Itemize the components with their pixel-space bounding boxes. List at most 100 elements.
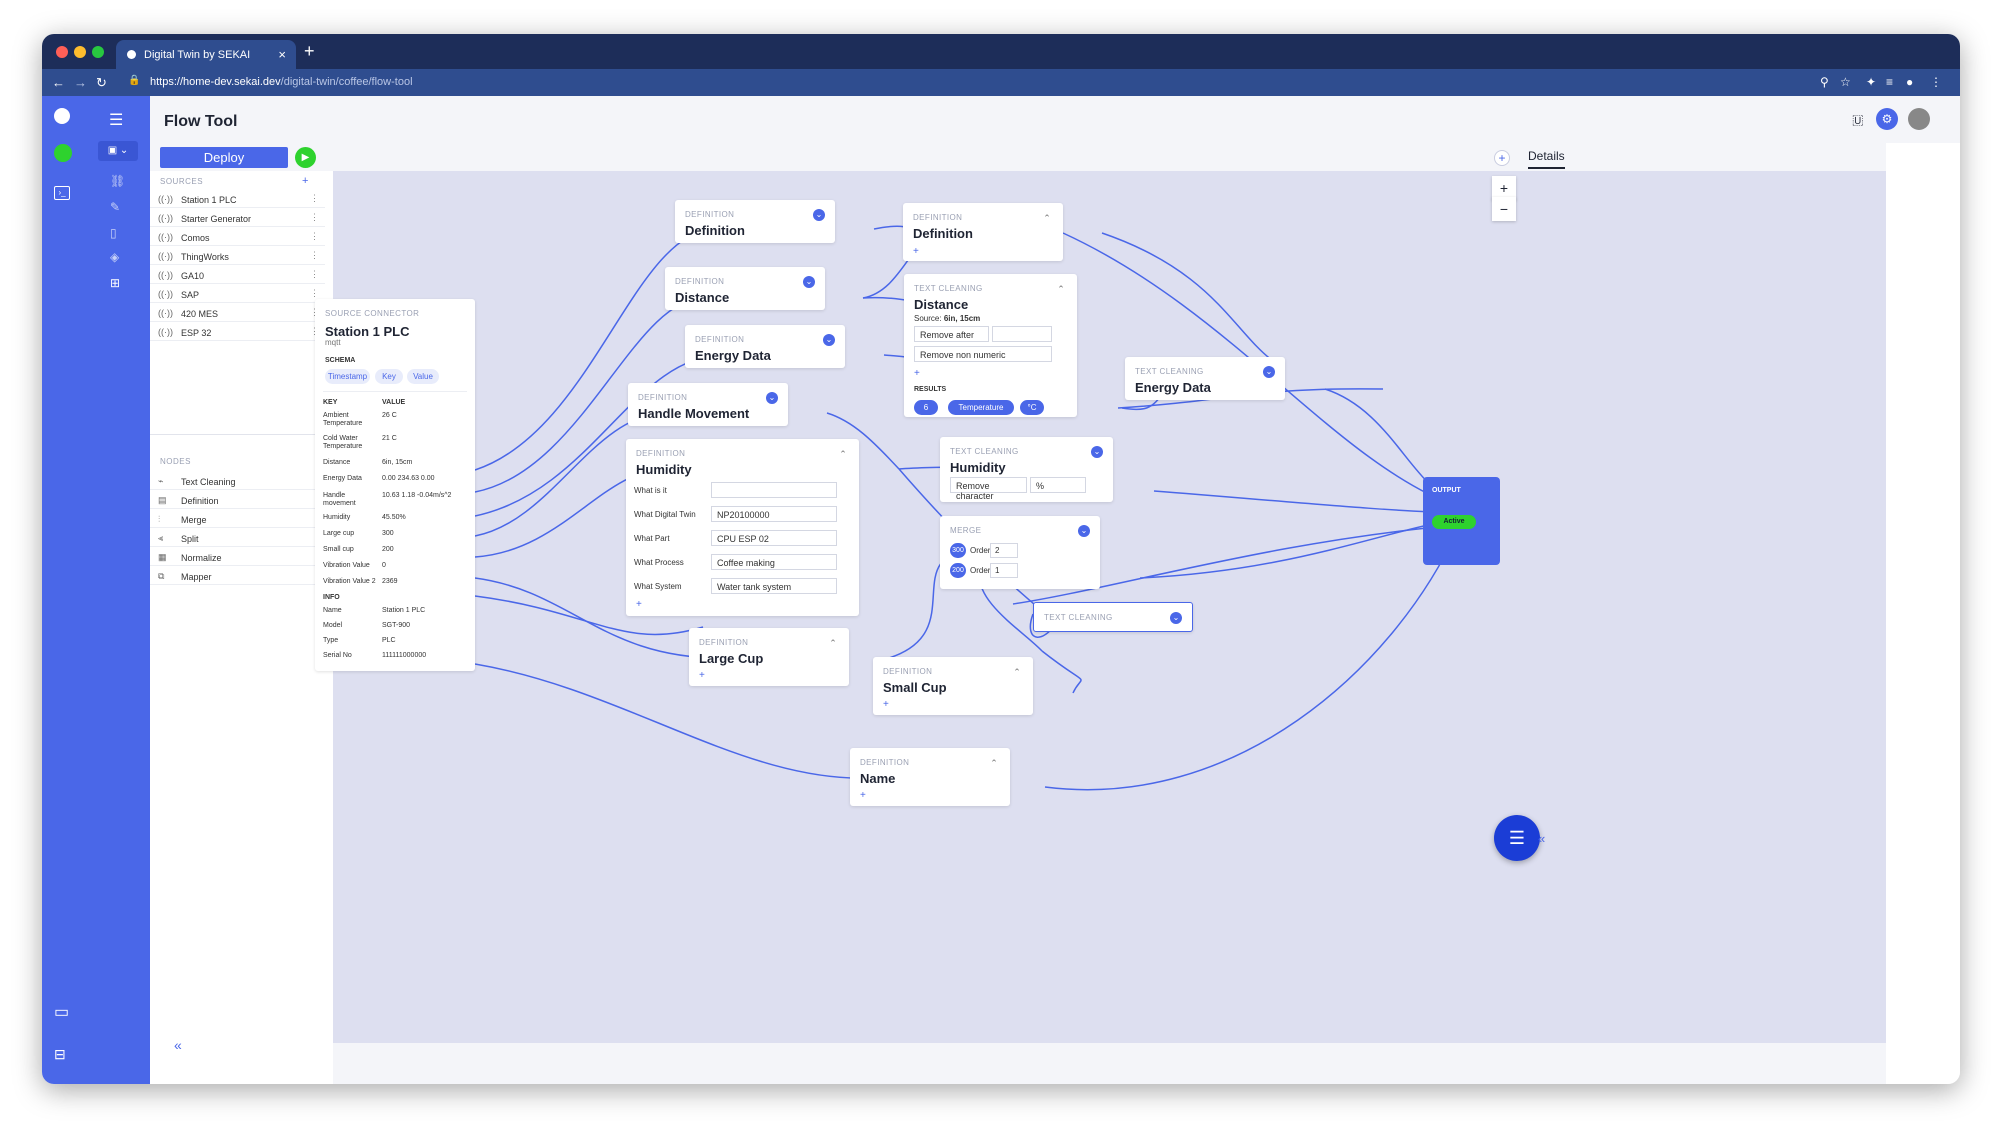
source-item[interactable]: ((·))420 MES⋮ bbox=[150, 303, 325, 322]
chat-button[interactable]: ☰ bbox=[1494, 815, 1540, 861]
chevron-up-icon[interactable]: ⌃ bbox=[1013, 667, 1021, 677]
chevron-up-icon[interactable]: ⌃ bbox=[990, 758, 998, 768]
energy-text-cleaning-node[interactable]: TEXT CLEANING Energy Data ⌄ bbox=[1125, 357, 1285, 400]
definition-node[interactable]: DEFINITION Definition ⌄ bbox=[675, 200, 835, 243]
schema-tab-timestamp[interactable]: Timestamp bbox=[325, 369, 370, 384]
large-cup-definition-node[interactable]: DEFINITION Large Cup ⌃ + bbox=[689, 628, 849, 686]
settings-sliders-icon[interactable]: ⊟ bbox=[54, 1046, 66, 1062]
node-palette-item[interactable]: ⫷Split bbox=[150, 528, 325, 547]
close-tab-icon[interactable]: × bbox=[278, 47, 286, 62]
schema-tab-key[interactable]: Key bbox=[375, 369, 403, 384]
field-input[interactable]: NP20100000 bbox=[711, 506, 837, 522]
extensions-icon[interactable]: ✦ bbox=[1866, 75, 1877, 89]
collapse-right-button[interactable]: « bbox=[1538, 831, 1546, 846]
result-unit-select[interactable]: °C bbox=[1020, 400, 1044, 415]
settings-icon[interactable]: ⚙ bbox=[1876, 108, 1898, 130]
chevron-down-icon[interactable]: ⌄ bbox=[813, 209, 825, 221]
more-menu-icon[interactable]: ⋮ bbox=[310, 212, 319, 222]
energy-definition-node[interactable]: DEFINITION Energy Data ⌄ bbox=[685, 325, 845, 368]
bookmark-icon[interactable]: ▯ bbox=[110, 226, 117, 240]
remove-after-value-input[interactable] bbox=[992, 326, 1052, 342]
more-menu-icon[interactable]: ⋮ bbox=[310, 193, 319, 203]
node-palette-item[interactable]: ▦Normalize bbox=[150, 547, 325, 566]
source-item[interactable]: ((·))SAP⋮ bbox=[150, 284, 325, 303]
link-icon[interactable]: ⛓ bbox=[110, 174, 126, 188]
add-field-icon[interactable]: + bbox=[913, 246, 919, 257]
more-menu-icon[interactable]: ⋮ bbox=[310, 288, 319, 298]
node-palette-item[interactable]: ⌁Text Cleaning bbox=[150, 471, 325, 490]
order-input[interactable]: 1 bbox=[990, 563, 1018, 578]
browser-tab[interactable]: Digital Twin by SEKAI × bbox=[116, 40, 296, 69]
source-item[interactable]: ((·))Comos⋮ bbox=[150, 227, 325, 246]
output-node[interactable]: OUTPUT Active bbox=[1423, 477, 1500, 565]
run-button[interactable]: ▶ bbox=[295, 147, 316, 168]
profile-icon[interactable]: ● bbox=[1906, 75, 1914, 89]
window-icon[interactable]: ▭ bbox=[54, 1004, 70, 1021]
source-item[interactable]: ((·))GA10⋮ bbox=[150, 265, 325, 284]
merge-node[interactable]: MERGE ⌄ 300 Order 2 200 Order 1 bbox=[940, 516, 1100, 589]
distance-definition-node[interactable]: DEFINITION Distance ⌄ bbox=[665, 267, 825, 310]
field-input[interactable]: CPU ESP 02 bbox=[711, 530, 837, 546]
close-window-icon[interactable] bbox=[56, 46, 68, 58]
more-menu-icon[interactable]: ⋮ bbox=[310, 269, 319, 279]
remove-after-field[interactable]: Remove after bbox=[914, 326, 989, 342]
menu-toggle-icon[interactable]: ☰ bbox=[109, 112, 124, 129]
chevron-up-icon[interactable]: ⌃ bbox=[1043, 213, 1051, 223]
source-item[interactable]: ((·))Station 1 PLC⋮ bbox=[150, 189, 325, 208]
terminal-icon[interactable]: ›_ bbox=[54, 186, 70, 200]
name-definition-node[interactable]: DEFINITION Name ⌃ + bbox=[850, 748, 1010, 806]
avatar[interactable] bbox=[1908, 108, 1930, 130]
add-field-icon[interactable]: + bbox=[636, 599, 642, 610]
url-input[interactable]: https://home-dev.sekai.dev/digital-twin/… bbox=[150, 76, 413, 88]
humidity-text-cleaning-node[interactable]: TEXT CLEANING Humidity ⌄ Remove characte… bbox=[940, 437, 1113, 502]
chevron-up-icon[interactable]: ⌃ bbox=[839, 449, 847, 459]
add-panel-button[interactable]: + bbox=[1494, 150, 1510, 166]
back-arrow-icon[interactable]: ← bbox=[52, 75, 65, 90]
forward-arrow-icon[interactable]: → bbox=[74, 75, 87, 90]
source-item[interactable]: ((·))Starter Generator⋮ bbox=[150, 208, 325, 227]
add-field-icon[interactable]: + bbox=[699, 670, 705, 681]
remove-non-numeric-field[interactable]: Remove non numeric bbox=[914, 346, 1052, 362]
source-connector-node[interactable]: SOURCE CONNECTOR Station 1 PLC mqtt SCHE… bbox=[315, 299, 475, 671]
definition-node[interactable]: DEFINITION Definition ⌃ + bbox=[903, 203, 1063, 261]
node-palette-item[interactable]: ⧉Mapper bbox=[150, 566, 325, 585]
chevron-down-icon[interactable]: ⌄ bbox=[1170, 612, 1182, 624]
chevron-down-icon[interactable]: ⌄ bbox=[766, 392, 778, 404]
browser-menu-icon[interactable]: ⋮ bbox=[1930, 75, 1942, 89]
more-menu-icon[interactable]: ⋮ bbox=[310, 250, 319, 260]
result-type-select[interactable]: Temperature bbox=[948, 400, 1014, 415]
add-source-button[interactable]: + bbox=[302, 175, 309, 187]
small-cup-definition-node[interactable]: DEFINITION Small Cup ⌃ + bbox=[873, 657, 1033, 715]
field-input[interactable]: Coffee making bbox=[711, 554, 837, 570]
more-menu-icon[interactable]: ⋮ bbox=[310, 326, 319, 337]
maximize-window-icon[interactable] bbox=[92, 46, 104, 58]
wrench-icon[interactable]: ✎ bbox=[110, 200, 121, 214]
remove-character-value-input[interactable]: % bbox=[1030, 477, 1086, 493]
more-menu-icon[interactable]: ⋮ bbox=[310, 231, 319, 241]
chevron-up-icon[interactable]: ⌃ bbox=[829, 638, 837, 648]
output-status-badge[interactable]: Active bbox=[1432, 515, 1476, 529]
chevron-down-icon[interactable]: ⌄ bbox=[803, 276, 815, 288]
zoom-out-button[interactable]: − bbox=[1492, 197, 1516, 221]
chevron-down-icon[interactable]: ⌄ bbox=[823, 334, 835, 346]
field-input[interactable] bbox=[711, 482, 837, 498]
zoom-in-button[interactable]: + bbox=[1492, 176, 1516, 200]
handle-definition-node[interactable]: DEFINITION Handle Movement ⌄ bbox=[628, 383, 788, 426]
deploy-button[interactable]: Deploy bbox=[160, 147, 288, 168]
remove-character-field[interactable]: Remove character bbox=[950, 477, 1027, 501]
order-input[interactable]: 2 bbox=[990, 543, 1018, 558]
chevron-up-icon[interactable]: ⌃ bbox=[1057, 284, 1065, 294]
layers-icon[interactable]: ◈ bbox=[110, 250, 120, 264]
chevron-down-icon[interactable]: ⌄ bbox=[1078, 525, 1090, 537]
add-field-icon[interactable]: + bbox=[860, 790, 866, 801]
add-field-icon[interactable]: + bbox=[883, 699, 889, 710]
node-palette-item[interactable]: ⫶Merge bbox=[150, 509, 325, 528]
source-item[interactable]: ((·))ESP 32⋮ bbox=[150, 322, 325, 341]
chevron-down-icon[interactable]: ⌄ bbox=[1091, 446, 1103, 458]
node-palette-item[interactable]: ▤Definition bbox=[150, 490, 325, 509]
add-operation-icon[interactable]: + bbox=[914, 368, 920, 379]
reading-list-icon[interactable]: ≡ bbox=[1886, 75, 1894, 89]
flow-icon[interactable]: ⊞ bbox=[110, 276, 121, 290]
flag-icon[interactable]: 🇺 bbox=[1852, 112, 1864, 127]
